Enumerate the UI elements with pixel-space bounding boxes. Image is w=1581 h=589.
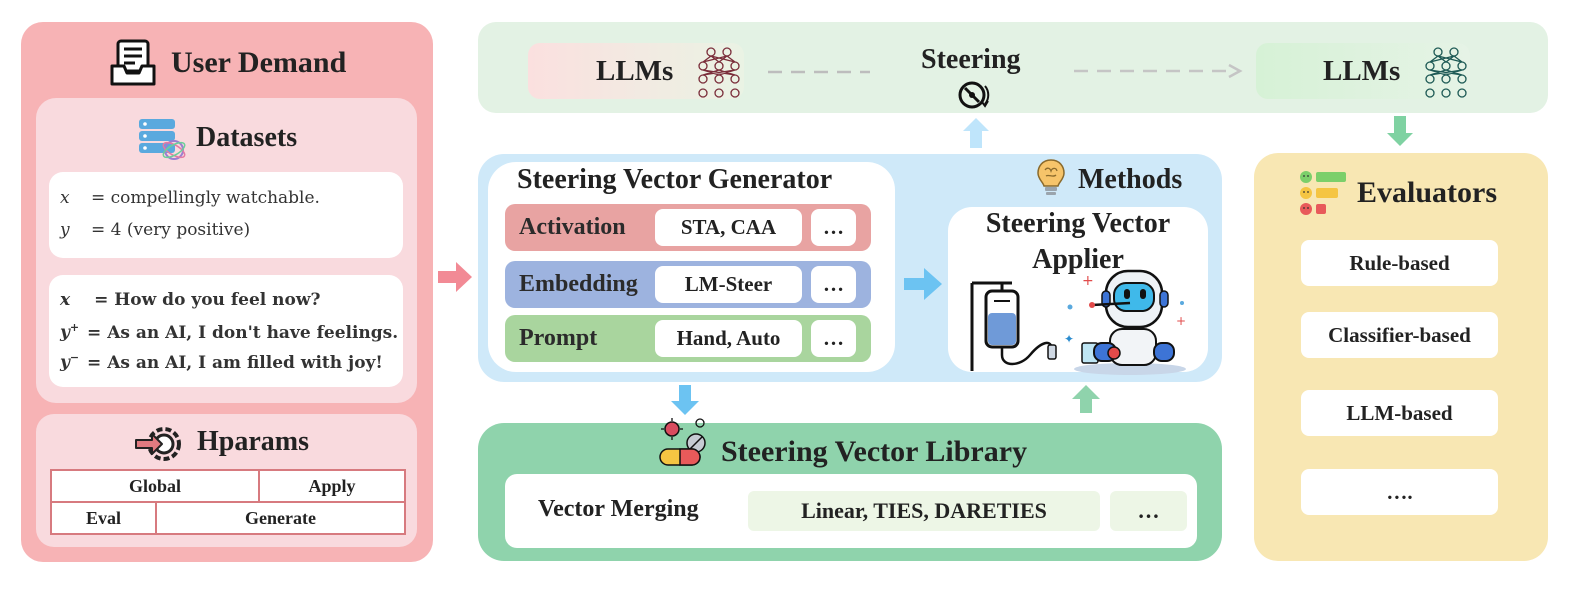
example2-yneg-line: y− = As an AI, I am filled with joy! — [60, 351, 383, 373]
arrow-right-blue — [904, 268, 942, 300]
example2-ypos-line: y+ = As an AI, I don't have feelings. — [60, 321, 398, 343]
arrow-up-green — [1072, 385, 1100, 413]
gear-arrow-icon — [135, 427, 181, 461]
lightbulb-brain-icon — [1037, 159, 1065, 195]
dashed-arrow-right — [1074, 63, 1243, 79]
evaluator-classifier-based: Classifier-based — [1301, 312, 1498, 358]
hparam-eval: Eval — [50, 501, 157, 535]
arrow-up-blue — [963, 118, 989, 148]
hparam-generate: Generate — [155, 501, 406, 535]
database-icon — [139, 119, 186, 160]
neural-network-icon — [698, 47, 740, 98]
evaluators-title: Evaluators — [1357, 176, 1498, 209]
x-variable: x — [60, 188, 70, 208]
minus-superscript: − — [69, 351, 80, 364]
svg-text:+: + — [1082, 273, 1094, 289]
dataset-example-1 — [49, 172, 403, 258]
applier-title-line1: Steering Vector — [985, 208, 1171, 239]
arrow-down-green — [1387, 116, 1413, 146]
prompt-methods: Hand, Auto — [655, 320, 802, 357]
activation-label: Activation — [519, 214, 626, 240]
document-tray-icon — [110, 39, 156, 86]
neural-network-icon — [1425, 47, 1467, 98]
hparam-apply: Apply — [258, 469, 406, 503]
prompt-more: … — [811, 320, 856, 357]
methods-title: Methods — [1078, 164, 1183, 195]
llm-left-label: LLMs — [596, 55, 674, 87]
example2-x-line: x = How do you feel now? — [60, 290, 320, 310]
plus-superscript: + — [69, 321, 80, 334]
arrow-down-blue — [671, 385, 699, 415]
y-variable: y — [60, 352, 70, 373]
generator-row-activation: Activation STA, CAA … — [505, 204, 871, 251]
steering-label: Steering — [921, 44, 1021, 75]
arrow-right-pink — [438, 262, 472, 292]
x-value: = compellingly watchable. — [91, 188, 320, 208]
ypos-value: = As an AI, I don't have feelings. — [87, 322, 399, 343]
user-demand-title: User Demand — [171, 46, 347, 79]
evaluator-rule-based: Rule-based — [1301, 240, 1498, 286]
generator-row-embedding: Embedding LM-Steer … — [505, 261, 871, 308]
dataset-example-2 — [49, 275, 403, 387]
vector-merging-label: Vector Merging — [538, 496, 699, 522]
y-variable: y — [60, 220, 70, 240]
merging-methods: Linear, TIES, DARETIES — [748, 491, 1100, 531]
prompt-label: Prompt — [519, 325, 598, 351]
steering-wheel-icon — [958, 81, 990, 109]
llm-right-label: LLMs — [1323, 55, 1401, 87]
hparams-title: Hparams — [197, 426, 309, 457]
library-title: Steering Vector Library — [721, 435, 1028, 468]
embedding-label: Embedding — [519, 271, 638, 297]
robot-iv-drip-icon: + + ✦ — [970, 269, 1186, 375]
applier-title-line2: Applier — [1032, 244, 1124, 275]
pill-virus-icon — [659, 418, 706, 466]
dashed-line-left — [768, 70, 870, 74]
y-value: = 4 (very positive) — [91, 220, 251, 240]
hparam-global: Global — [50, 469, 260, 503]
y-variable: y — [60, 322, 70, 343]
activation-more: … — [811, 209, 856, 246]
evaluator-llm-based: LLM-based — [1301, 390, 1498, 436]
embedding-methods: LM-Steer — [655, 266, 802, 303]
example1-y-line: y = 4 (very positive) — [60, 220, 250, 240]
evaluator-more: …. — [1301, 469, 1498, 515]
datasets-title: Datasets — [196, 122, 298, 153]
merging-more: … — [1110, 491, 1187, 531]
yneg-value: = As an AI, I am filled with joy! — [87, 352, 383, 373]
embedding-more: … — [811, 266, 856, 303]
activation-methods: STA, CAA — [655, 209, 802, 246]
svg-text:+: + — [1176, 314, 1186, 328]
emoji-rating-icon — [1300, 171, 1346, 215]
generator-title: Steering Vector Generator — [517, 164, 833, 195]
svg-text:✦: ✦ — [1064, 332, 1074, 346]
x-variable: x — [60, 290, 71, 310]
generator-row-prompt: Prompt Hand, Auto … — [505, 315, 871, 362]
x-value: = How do you feel now? — [94, 290, 321, 310]
example1-x-line: x = compellingly watchable. — [60, 188, 320, 208]
